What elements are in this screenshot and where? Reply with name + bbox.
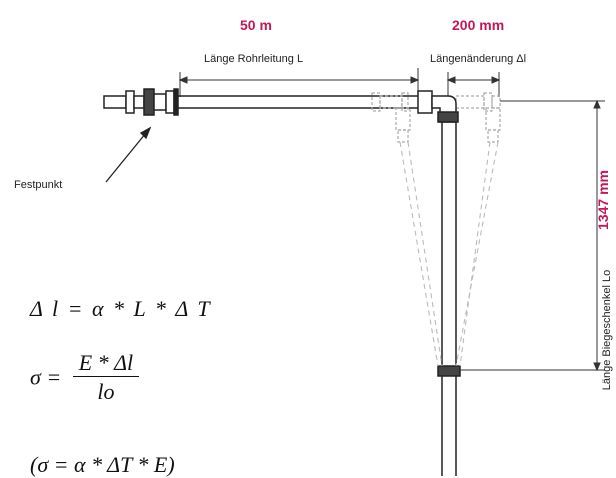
length-change-formula: Δ l = α * L * Δ T bbox=[30, 296, 212, 321]
stress-formula-lhs: σ = bbox=[30, 364, 62, 390]
bending-leg-value: 1347 mm bbox=[595, 170, 611, 230]
length-change-label: Längenänderung Δl bbox=[430, 53, 526, 65]
stress-formula-numerator: E * Δl bbox=[72, 350, 140, 377]
fixed-point-connector bbox=[103, 88, 179, 116]
ghost-right-position bbox=[455, 92, 501, 143]
length-change-dimension bbox=[446, 72, 501, 97]
length-change-value: 200 mm bbox=[452, 17, 504, 33]
horizontal-pipe bbox=[178, 95, 430, 109]
stress-formula: σ = E * Δl lo bbox=[30, 350, 140, 405]
stress-alt-formula: (σ = α * ΔT * E) bbox=[30, 452, 175, 477]
ghost-left-position bbox=[371, 92, 411, 143]
pipe-elbow bbox=[417, 90, 459, 123]
stress-formula-fraction: E * Δl lo bbox=[72, 350, 140, 405]
pipeline-length-label: Länge Rohrleitung L bbox=[204, 53, 303, 65]
fixed-point-label: Festpunkt bbox=[14, 179, 62, 191]
fixed-point-arrow bbox=[105, 126, 152, 183]
pipeline-length-dimension bbox=[178, 68, 420, 97]
vertical-pipe-leg bbox=[437, 122, 461, 476]
bending-leg-label: Länge Biegeschenkel Lo bbox=[601, 270, 613, 390]
deflection-lines bbox=[399, 141, 499, 367]
bending-leg-dimension bbox=[460, 99, 605, 372]
length-value: 50 m bbox=[240, 17, 272, 33]
stress-formula-denominator: lo bbox=[97, 379, 115, 404]
